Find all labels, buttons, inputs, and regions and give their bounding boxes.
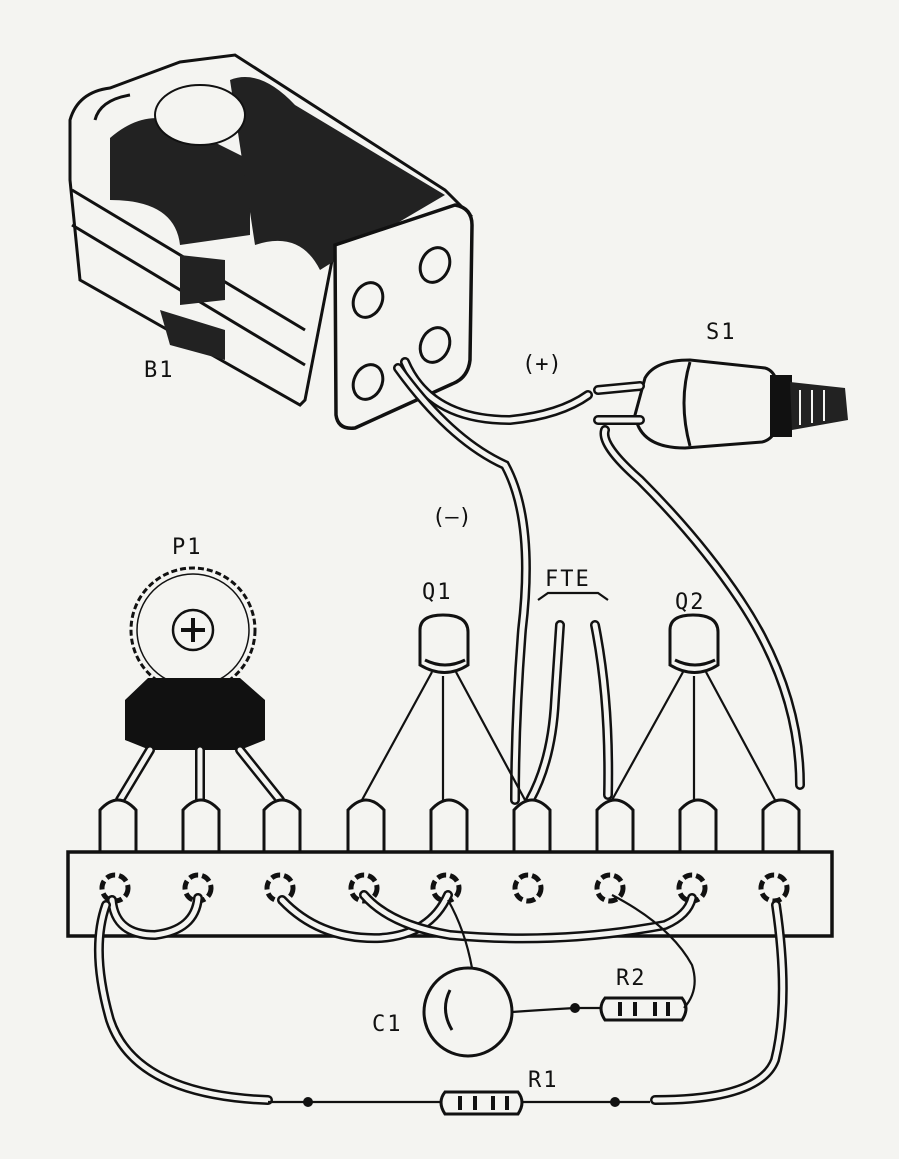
resistor-r2 [575,894,696,1022]
label-positive: (+) [522,352,562,377]
potentiometer [115,566,285,805]
speaker-bracket [537,591,609,601]
label-b1: B1 [144,358,175,383]
terminal-lugs [98,798,801,854]
label-r1: R1 [528,1068,559,1093]
label-c1: C1 [372,1012,403,1037]
label-p1: P1 [172,535,203,560]
label-s1: S1 [706,320,737,345]
label-q2: Q2 [675,590,706,615]
wires [393,357,805,805]
jumper-wires [107,890,697,944]
transistor-q2 [611,613,776,801]
resistor-r1 [93,900,788,1116]
label-q1: Q1 [422,580,453,605]
capacitor-c1 [422,899,580,1058]
switch [593,358,848,450]
label-negative: (–) [432,505,472,530]
label-r2: R2 [616,966,647,991]
battery-holder [68,53,474,430]
transistor-q1 [361,613,526,801]
label-speaker: FTE [545,567,591,592]
